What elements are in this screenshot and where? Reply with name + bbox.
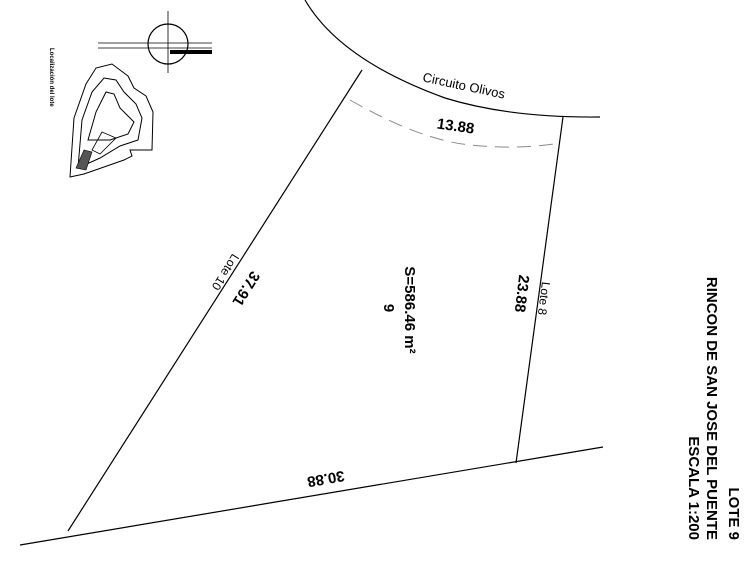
frontage-dimension: 13.88 — [436, 116, 476, 138]
location-map — [69, 63, 154, 178]
boundary-bottom — [19, 446, 604, 546]
left-length: 37.91 — [229, 268, 263, 309]
lot-number: 9 — [380, 304, 397, 312]
bottom-length: 30.88 — [306, 467, 346, 490]
boundary-left — [67, 69, 363, 532]
street-name: Circuito Olivos — [421, 70, 507, 102]
title-development: RINCON DE SAN JOSE DEL PUENTE — [703, 277, 720, 540]
boundary-right — [515, 116, 564, 464]
street-curve — [304, 0, 601, 118]
title-scale: ESCALA 1:200 — [685, 436, 702, 540]
lot-area: S=586.46 m² — [401, 266, 418, 353]
title-lot: LOTE 9 — [725, 487, 742, 540]
neighbor-right-label: Lote 8 — [535, 281, 553, 316]
title-block: LOTE 9 RINCON DE SAN JOSE DEL PUENTE ESC… — [685, 277, 742, 540]
north-arrow-symbol — [98, 11, 212, 73]
right-length: 23.88 — [511, 274, 532, 313]
location-caption: Localización del lote — [48, 48, 54, 107]
